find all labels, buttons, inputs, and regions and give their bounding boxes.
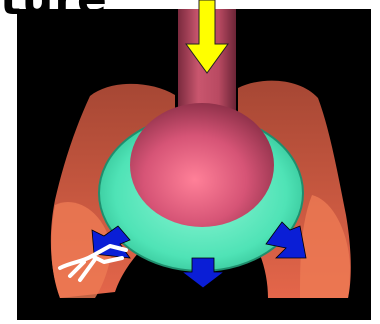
bulb-organ [130,103,274,227]
